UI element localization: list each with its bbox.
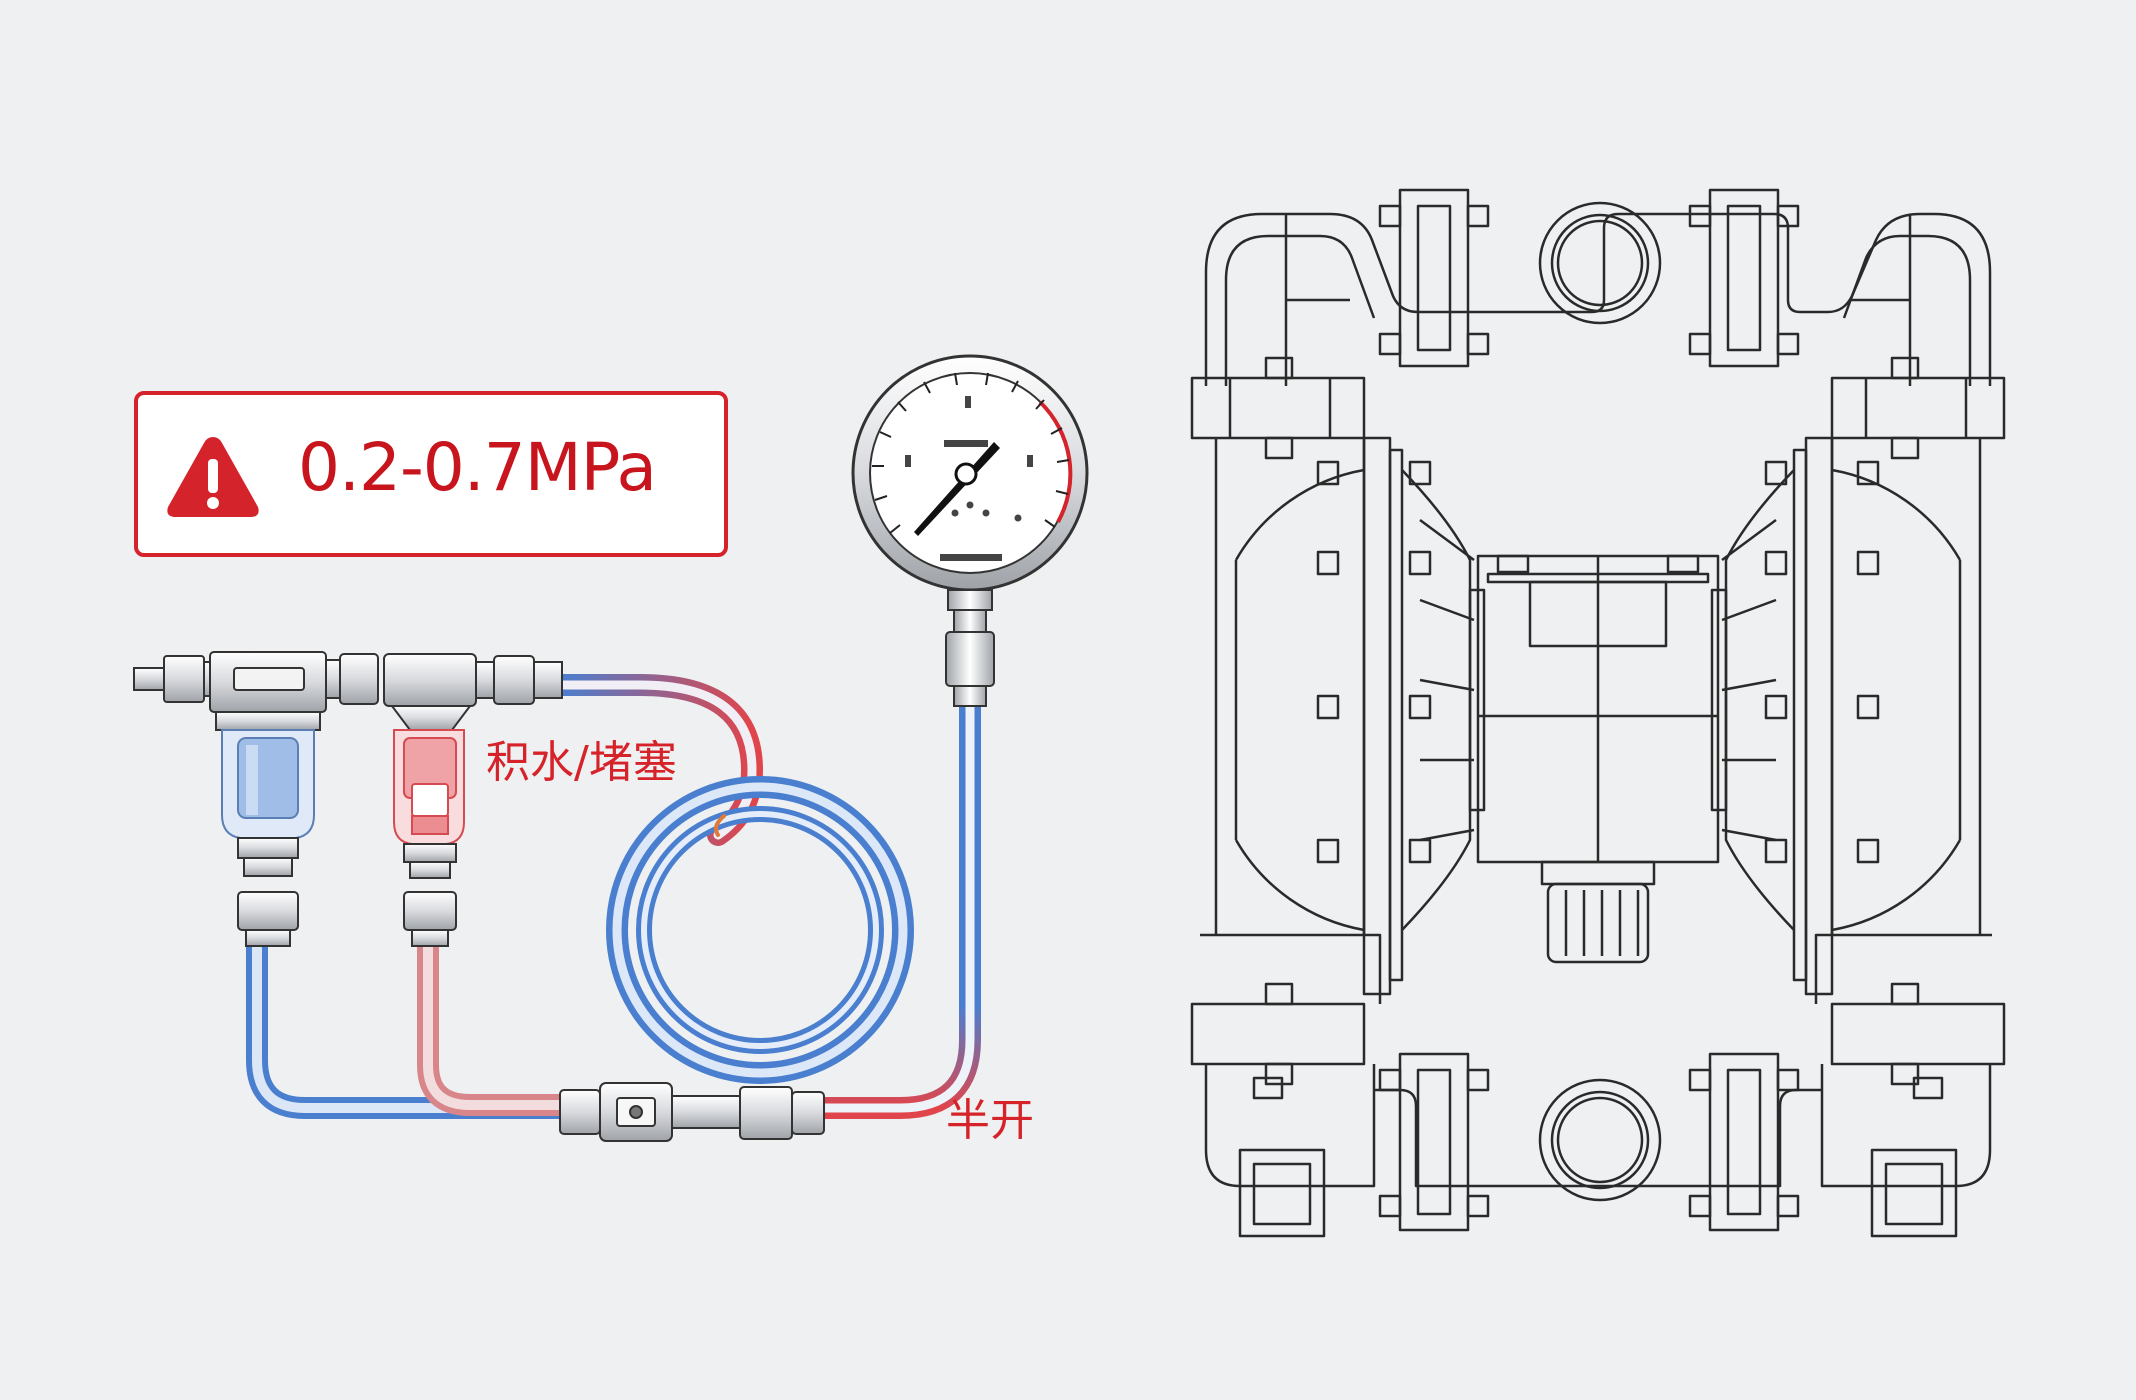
pressure-warning-box: 0.2-0.7MPa <box>134 391 728 557</box>
gauge-needle <box>914 442 1000 536</box>
pump-left-bolts <box>1316 460 1432 864</box>
ball-valve-half-open <box>559 1082 825 1142</box>
hose-filter-outlet <box>246 924 581 1119</box>
pump-center-block <box>1476 554 1720 864</box>
pump-top-flanges <box>1378 188 1800 368</box>
air-hoses <box>246 674 981 1119</box>
air-inlet-fitting <box>133 655 221 703</box>
valve-half-open-label: 半开 <box>946 1095 1034 1146</box>
pump-right-bolts <box>1764 460 1880 864</box>
tee-outlet-fitting <box>475 655 563 705</box>
pump-muffler <box>1540 860 1656 964</box>
filter-connector <box>325 653 379 705</box>
water-trap-clog-label: 积水/堵塞 <box>486 737 677 788</box>
hose-regulator-outlet <box>417 924 581 1116</box>
pump-feet <box>1238 1076 1958 1238</box>
pressure-range-text: 0.2-0.7MPa <box>298 429 657 506</box>
pump-right-chamber <box>1830 438 1982 935</box>
pump-outlet-port <box>1538 201 1662 325</box>
pump-bottom-flanges <box>1378 1052 1800 1232</box>
pump-top-manifold <box>1204 212 1992 386</box>
warning-triangle-icon <box>167 437 259 517</box>
diaphragm-pump <box>1190 188 2006 1238</box>
water-trap-clogged <box>383 653 477 947</box>
pressure-gauge <box>851 354 1089 707</box>
air-filter <box>209 651 327 947</box>
pump-inlet-port <box>1538 1078 1662 1202</box>
pump-left-chamber <box>1214 438 1366 935</box>
